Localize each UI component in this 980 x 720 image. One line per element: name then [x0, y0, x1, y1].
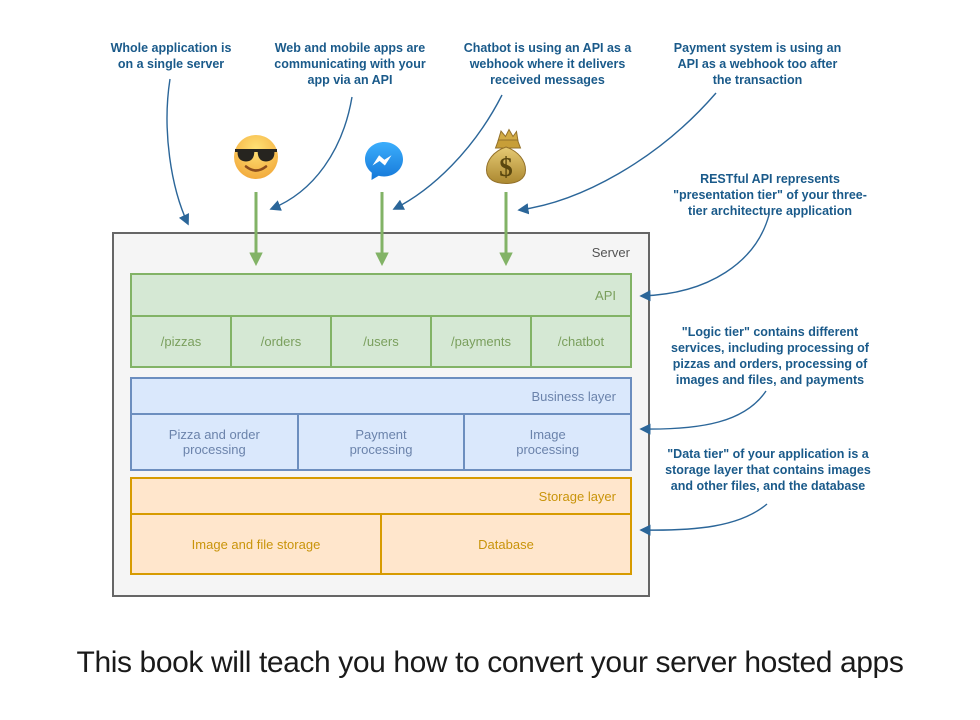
- api-layer-header: API: [130, 273, 632, 317]
- api-tier: API /pizzas /orders /users /payments /ch…: [130, 273, 632, 368]
- route-pizzas: /pizzas: [160, 334, 202, 349]
- business-layer-header: Business layer: [130, 377, 632, 415]
- route-users: /users: [330, 317, 430, 366]
- annotation-payment: Payment system is using an API as a webh…: [673, 41, 842, 87]
- annotation-restful-api: RESTful API represents "presentation tie…: [673, 172, 867, 218]
- annotation-single-server: Whole application is on a single server: [110, 41, 232, 71]
- page-caption: This book will teach you how to convert …: [76, 646, 904, 679]
- business-services-row: Pizza and order processing Payment proce…: [130, 413, 632, 471]
- messenger-icon: [365, 142, 403, 180]
- storage-tier: Storage layer Image and file storage Dat…: [130, 477, 632, 575]
- route-payments: /payments: [430, 317, 530, 366]
- route-chatbot: /chatbot: [530, 317, 630, 366]
- arrow-note-single-server: [166, 78, 190, 226]
- annotation-web-mobile: Web and mobile apps are communicating wi…: [274, 41, 426, 87]
- annotation-data-tier: "Data tier" of your application is a sto…: [665, 447, 871, 493]
- business-tier: Business layer Pizza and order processin…: [130, 377, 632, 471]
- service-pizza-order-processing: Pizza and order processing: [168, 427, 260, 457]
- route-orders: /orders: [230, 317, 330, 366]
- store-image-file-storage: Image and file storage: [191, 536, 321, 552]
- arrow-note-restful: [639, 214, 770, 302]
- storage-layer-header: Storage layer: [130, 477, 632, 515]
- storage-stores-row: Image and file storage Database: [130, 513, 632, 575]
- arrow-note-data: [639, 503, 768, 536]
- api-routes-row: /pizzas /orders /users /payments /chatbo…: [130, 315, 632, 368]
- annotation-logic-tier: "Logic tier" contains different services…: [671, 325, 869, 387]
- arrow-note-logic: [639, 390, 767, 435]
- store-database: Database: [380, 515, 630, 573]
- arrow-note-web-mobile: [269, 96, 353, 211]
- money-bag-emoji-icon: $: [485, 128, 527, 185]
- sunglasses-face-emoji-icon: [234, 135, 278, 179]
- service-payment-processing: Payment processing: [296, 415, 464, 469]
- svg-text:$: $: [499, 152, 513, 182]
- annotation-chatbot: Chatbot is using an API as a webhook whe…: [463, 41, 632, 87]
- server-label: Server: [591, 245, 630, 260]
- service-image-processing: Image processing: [463, 415, 630, 469]
